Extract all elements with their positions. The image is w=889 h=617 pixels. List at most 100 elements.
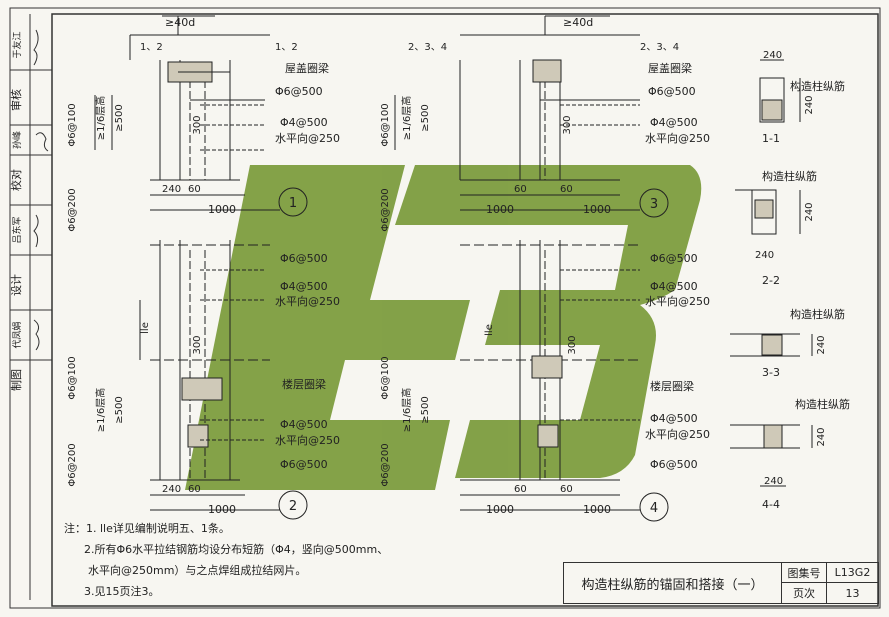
outer-frame bbox=[9, 7, 881, 609]
d3-anchor: ≥40d bbox=[563, 16, 593, 29]
d2-tie: Φ4@500 bbox=[280, 280, 328, 293]
d4-w60a: 60 bbox=[514, 484, 527, 495]
d3-sixth-height: ≥1/6层高 bbox=[400, 96, 413, 140]
watermark-logo bbox=[185, 165, 702, 490]
d3-w60b: 60 bbox=[560, 184, 573, 195]
d2-floor-beam: 楼层圈梁 bbox=[282, 377, 326, 391]
section-3-3: 240 构造柱纵筋 3-3 bbox=[730, 307, 845, 379]
section-1-1: 240 240 构造柱纵筋 1-1 bbox=[759, 50, 845, 145]
d2-spacing-loose: Φ6@200 bbox=[67, 443, 78, 486]
d1-spacing-loose: Φ6@200 bbox=[67, 188, 78, 231]
d4-lle: lle bbox=[484, 324, 495, 336]
d1-w60: 60 bbox=[188, 184, 201, 195]
s4-title: 构造柱纵筋 bbox=[795, 397, 850, 411]
s2-h: 240 bbox=[804, 202, 815, 221]
d4-floor-beam: 楼层圈梁 bbox=[650, 379, 694, 393]
d3-w1000b: 1000 bbox=[583, 203, 611, 216]
detail-2 bbox=[139, 240, 280, 511]
detail-4 bbox=[460, 240, 640, 511]
d2-tie-h-b: 水平向@250 bbox=[275, 433, 340, 447]
note-1: 注：1. lle详见编制说明五、1条。 bbox=[64, 522, 230, 535]
d3-section-tag: 2、3、4 bbox=[408, 42, 447, 53]
proof-label: 校对 bbox=[9, 169, 23, 191]
note-2b: 水平向@250mm）与之点焊组成拉结网片。 bbox=[88, 564, 307, 577]
notes: 注：1. lle详见编制说明五、1条。 2.所有Φ6水平拉结钢筋均设分布短筋（Φ… bbox=[64, 518, 544, 602]
signature-mark bbox=[33, 214, 39, 248]
d4-w1000b: 1000 bbox=[583, 503, 611, 516]
d1-section-tag: 1、2 bbox=[140, 42, 163, 53]
s4-h: 240 bbox=[816, 427, 827, 446]
d4-w300: 300 bbox=[567, 335, 578, 354]
left-signature-strip: 审核 于友江 校对 孙峰 设计 吕东军 制图 代凤娟 bbox=[9, 14, 52, 600]
d4-w1000a: 1000 bbox=[486, 503, 514, 516]
signature-mark bbox=[33, 319, 40, 351]
d4-spacing-dense: Φ6@100 bbox=[380, 356, 391, 399]
d1-sixth-height: ≥1/6层高 bbox=[94, 96, 107, 140]
d2-w240: 240 bbox=[162, 484, 181, 495]
d3-tie-h: 水平向@250 bbox=[645, 131, 710, 145]
atlas-value: L13G2 bbox=[826, 563, 878, 583]
note-2a: 2.所有Φ6水平拉结钢筋均设分布短筋（Φ4，竖向@500mm、 bbox=[84, 543, 389, 556]
d1-stirrup: Φ6@500 bbox=[275, 85, 323, 98]
d2-circle-label: 2 bbox=[289, 499, 297, 514]
d1-ge500: ≥500 bbox=[114, 104, 125, 131]
d4-tie-h: 水平向@250 bbox=[645, 294, 710, 308]
d4-spacing-loose: Φ6@200 bbox=[380, 443, 391, 486]
section-2-2: 240 240 构造柱纵筋 2-2 bbox=[735, 169, 817, 287]
d1-w240: 240 bbox=[162, 184, 181, 195]
drawing-title: 构造柱纵筋的锚固和搭接（一） bbox=[564, 563, 782, 603]
design-name: 吕东军 bbox=[11, 216, 23, 243]
d3-spacing-dense: Φ6@100 bbox=[380, 103, 391, 146]
d1-anchor: ≥40d bbox=[165, 16, 195, 29]
draw-label: 制图 bbox=[10, 369, 23, 391]
s4-w: 240 bbox=[764, 476, 783, 487]
d4-stirrup: Φ6@500 bbox=[650, 252, 698, 265]
page-value: 13 bbox=[826, 583, 878, 603]
s2-w: 240 bbox=[755, 250, 774, 261]
d1-w1000: 1000 bbox=[208, 203, 236, 216]
check-name: 于友江 bbox=[11, 31, 23, 58]
signature-mark bbox=[33, 29, 39, 66]
d2-stirrup-b: Φ6@500 bbox=[280, 458, 328, 471]
d4-w60b: 60 bbox=[560, 484, 573, 495]
d3-w60a: 60 bbox=[514, 184, 527, 195]
note-3: 3.见15页注3。 bbox=[84, 585, 160, 598]
d3-circle bbox=[639, 188, 669, 218]
d3-spacing-loose: Φ6@200 bbox=[380, 188, 391, 231]
signature-mark bbox=[35, 132, 49, 152]
d2-sixth-height: ≥1/6层高 bbox=[94, 388, 107, 432]
d3-w300: 300 bbox=[562, 115, 573, 134]
detail-1 bbox=[94, 15, 280, 211]
d3-circle-label: 3 bbox=[650, 197, 658, 212]
s1-title: 构造柱纵筋 bbox=[790, 79, 845, 93]
title-block: 构造柱纵筋的锚固和搭接（一） 图集号 L13G2 页次 13 bbox=[563, 562, 879, 604]
d1-w300: 300 bbox=[192, 115, 203, 134]
d2-circle bbox=[278, 490, 308, 520]
detail-3 bbox=[394, 15, 640, 211]
d1-circle bbox=[278, 187, 308, 217]
s1-label: 1-1 bbox=[762, 132, 780, 145]
d3-roof-beam: 屋盖圈梁 bbox=[648, 61, 692, 75]
draw-name: 代凤娟 bbox=[11, 321, 23, 348]
d4-sixth-height: ≥1/6层高 bbox=[400, 388, 413, 432]
atlas-label: 图集号 bbox=[782, 563, 826, 583]
d3-stirrup: Φ6@500 bbox=[648, 85, 696, 98]
d3-ge500: ≥500 bbox=[420, 104, 431, 131]
d3-tie: Φ4@500 bbox=[650, 116, 698, 129]
d4-stirrup-b: Φ6@500 bbox=[650, 458, 698, 471]
d1-circle-label: 1 bbox=[289, 196, 297, 211]
d3-w1000a: 1000 bbox=[486, 203, 514, 216]
s2-label: 2-2 bbox=[762, 274, 780, 287]
s3-title: 构造柱纵筋 bbox=[790, 307, 845, 321]
d1-tie: Φ4@500 bbox=[280, 116, 328, 129]
design-label: 设计 bbox=[10, 274, 23, 296]
d4-tie-h-b: 水平向@250 bbox=[645, 427, 710, 441]
d1-roof-beam: 屋盖圈梁 bbox=[285, 61, 329, 75]
d4-tie-b: Φ4@500 bbox=[650, 412, 698, 425]
d2-w300: 300 bbox=[192, 335, 203, 354]
d2-stirrup: Φ6@500 bbox=[280, 252, 328, 265]
d4-ge500: ≥500 bbox=[420, 396, 431, 423]
s3-label: 3-3 bbox=[762, 366, 780, 379]
s4-label: 4-4 bbox=[762, 498, 780, 511]
